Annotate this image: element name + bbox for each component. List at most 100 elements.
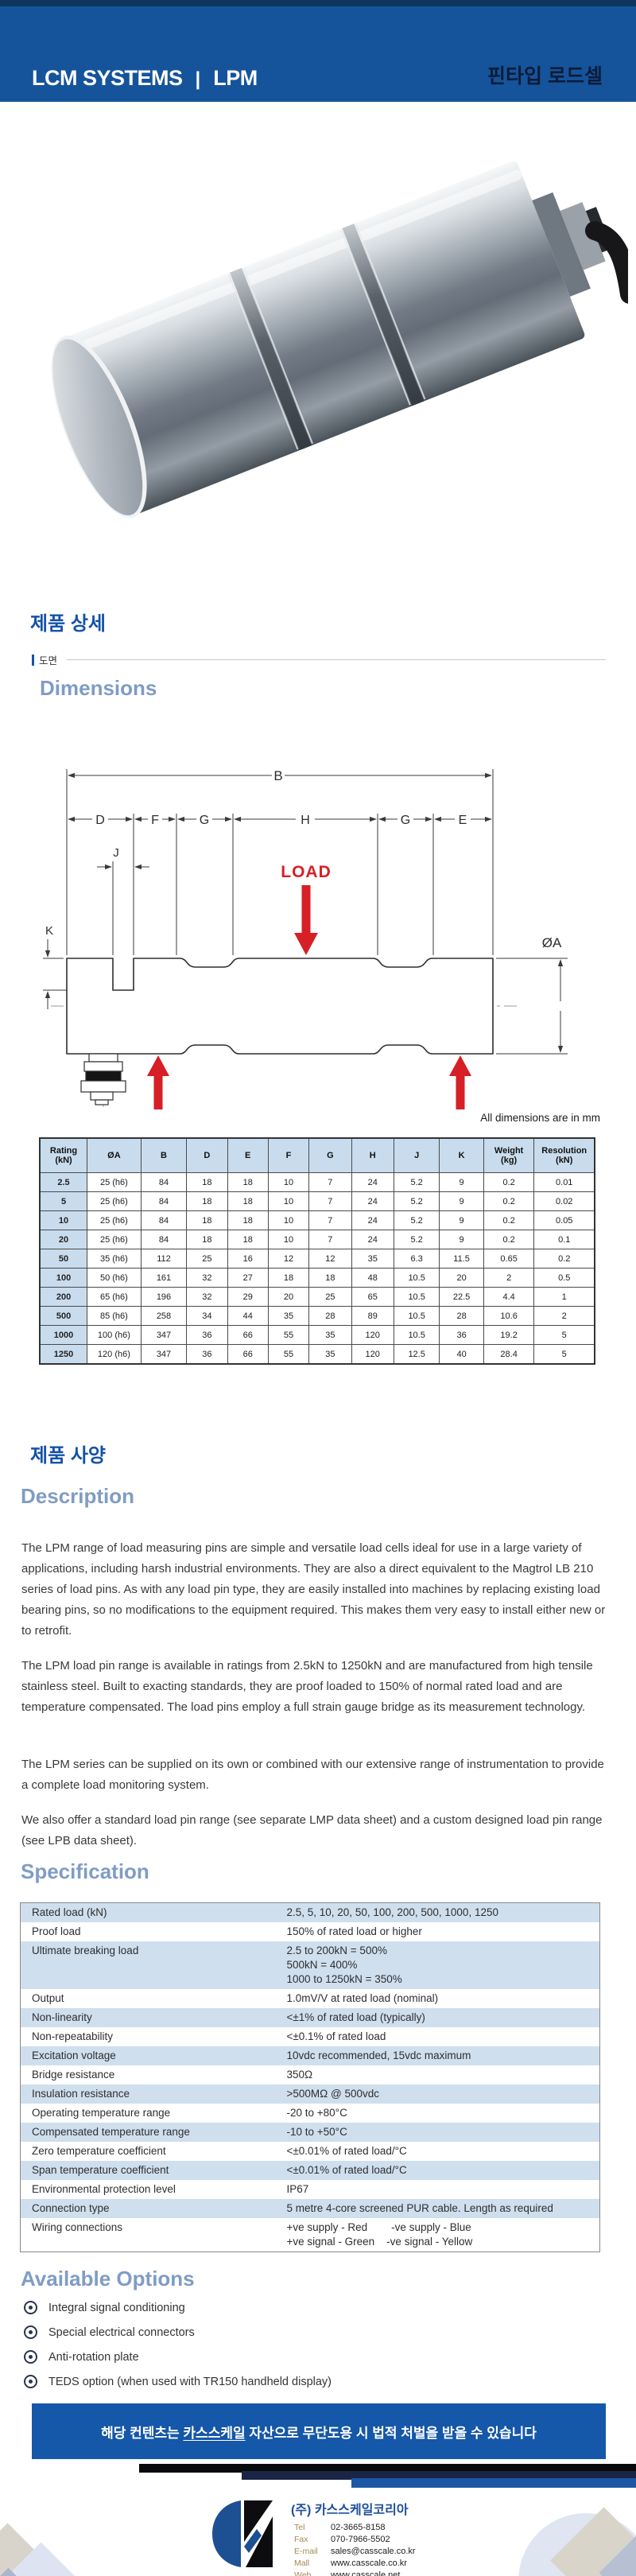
dim-cell: 0.2 — [483, 1191, 535, 1211]
dim-cell: 25 — [308, 1287, 352, 1307]
dim-cell: 2 — [533, 1306, 595, 1326]
rating-cell: 1250 — [39, 1344, 88, 1365]
header-top-strip — [0, 0, 636, 6]
company-logo — [212, 2500, 273, 2567]
spec-label: Output — [32, 1992, 64, 2004]
dim-cell: 34 — [186, 1306, 228, 1326]
units-note: All dimensions are in mm — [480, 1112, 600, 1124]
dim-cell: 18 — [267, 1268, 310, 1288]
dim-cell: 5.2 — [393, 1172, 440, 1192]
section-title-product-detail: 제품 상세 — [30, 613, 106, 635]
dim-cell: 40 — [439, 1344, 484, 1365]
dim-cell: 11.5 — [439, 1249, 484, 1269]
description-heading: Description — [21, 1484, 135, 1508]
dim-cell: 25 (h6) — [87, 1210, 142, 1230]
dim-cell: 0.2 — [483, 1210, 535, 1230]
option-label: Anti-rotation plate — [48, 2350, 139, 2364]
spec-label: Rated load (kN) — [32, 1906, 107, 1918]
dim-cell: 112 — [140, 1249, 188, 1269]
spec-row: Wiring connections+ve supply - Red -ve s… — [20, 2218, 600, 2252]
dimensions-drawing: B D F G H G E J K ØA LOAD — [43, 768, 568, 1109]
spec-label: Span temperature coefficient — [32, 2164, 169, 2176]
option-item: Special electrical connectors — [24, 2325, 332, 2340]
dim-cell: 6.3 — [393, 1249, 440, 1269]
spec-value: 350Ω — [286, 2069, 313, 2081]
contact-value: www.casscale.co.kr — [331, 2558, 407, 2568]
section-title-product-spec: 제품 사양 — [30, 1445, 106, 1467]
dim-cell: 10 — [267, 1191, 310, 1211]
dim-cell: 0.5 — [533, 1268, 595, 1288]
spec-value: <±0.1% of rated load — [286, 2030, 386, 2042]
dim-column-header: ØA — [87, 1137, 142, 1173]
dim-cell: 84 — [140, 1172, 188, 1192]
dim-column-header: Rating (kN) — [39, 1137, 88, 1173]
contact-value: 02-3665-8158 — [331, 2522, 386, 2532]
option-bullet-dot — [29, 2355, 33, 2359]
dim-cell: 7 — [308, 1191, 352, 1211]
dim-cell: 12.5 — [393, 1344, 440, 1365]
option-item: TEDS option (when used with TR150 handhe… — [24, 2374, 332, 2389]
dim-cell: 0.2 — [533, 1249, 595, 1269]
spec-row: Zero temperature coefficient<±0.01% of r… — [20, 2142, 600, 2161]
spec-row: Insulation resistance >500MΩ @ 500vdc — [20, 2085, 600, 2104]
banner-text-highlight: 카스스케일 — [183, 2425, 246, 2441]
dim-cell: 120 (h6) — [87, 1344, 142, 1365]
option-item: Integral signal conditioning — [24, 2300, 332, 2315]
dim-cell: 10.5 — [393, 1306, 440, 1326]
dim-cell: 44 — [227, 1306, 269, 1326]
contact-label: Fax — [294, 2534, 308, 2544]
dim-label-h: H — [301, 814, 310, 827]
product-photo — [51, 161, 628, 519]
rating-cell: 1000 — [39, 1325, 88, 1345]
spec-label: Connection type — [32, 2202, 110, 2214]
copyright-banner-text: 해당 컨텐츠는 카스스케일 자산으로 무단도용 시 법적 처벌을 받을 수 있습… — [101, 2422, 537, 2442]
dim-cell: 161 — [140, 1268, 188, 1288]
spec-label: Zero temperature coefficient — [32, 2145, 166, 2157]
spec-row: Rated load (kN)2.5, 5, 10, 20, 50, 100, … — [20, 1902, 600, 1922]
contact-label: Web — [294, 2570, 312, 2576]
spec-value: 1.0mV/V at rated load (nominal) — [286, 1992, 439, 2004]
spec-row: Non-linearity<±1% of rated load (typical… — [20, 2008, 600, 2027]
option-bullet-icon — [24, 2350, 37, 2364]
spec-label: Insulation resistance — [32, 2088, 130, 2100]
brand-text: LCM SYSTEMS — [32, 66, 183, 90]
option-bullet-icon — [24, 2375, 37, 2388]
spec-value: >500MΩ @ 500vdc — [286, 2088, 379, 2100]
dim-cell: 9 — [439, 1210, 484, 1230]
dim-cell: 84 — [140, 1210, 188, 1230]
specification-table-body: Rated load (kN)2.5, 5, 10, 20, 50, 100, … — [20, 1902, 600, 2252]
option-label: Integral signal conditioning — [48, 2301, 185, 2314]
dim-cell: 24 — [351, 1230, 394, 1249]
dim-cell: 25 — [186, 1249, 228, 1269]
spec-value: -10 to +50°C — [286, 2126, 347, 2138]
load-label: LOAD — [281, 863, 332, 881]
spec-label: Proof load — [32, 1925, 81, 1937]
dim-label-g2: G — [401, 814, 410, 827]
dim-column-header: B — [140, 1137, 188, 1173]
dim-cell: 18 — [308, 1268, 352, 1288]
specification-heading: Specification — [21, 1859, 149, 1883]
load-pin-cylinder — [51, 161, 613, 519]
cable — [585, 221, 628, 304]
dim-cell: 65 (h6) — [87, 1287, 142, 1307]
dim-cell: 10.5 — [393, 1287, 440, 1307]
brand-separator: | — [195, 68, 201, 90]
spec-value: <±0.01% of rated load/°C — [286, 2164, 407, 2176]
dim-cell: 35 — [267, 1306, 310, 1326]
spec-value: 2.5 to 200kN = 500% 500kN = 400% 1000 to… — [286, 1945, 402, 1985]
dim-column-header: J — [393, 1137, 440, 1173]
option-item: Anti-rotation plate — [24, 2349, 332, 2364]
spec-value: +ve supply - Red -ve supply - Blue +ve s… — [286, 2221, 473, 2248]
dim-column-header: Weight (kg) — [483, 1137, 535, 1173]
option-bullet-dot — [29, 2380, 33, 2384]
